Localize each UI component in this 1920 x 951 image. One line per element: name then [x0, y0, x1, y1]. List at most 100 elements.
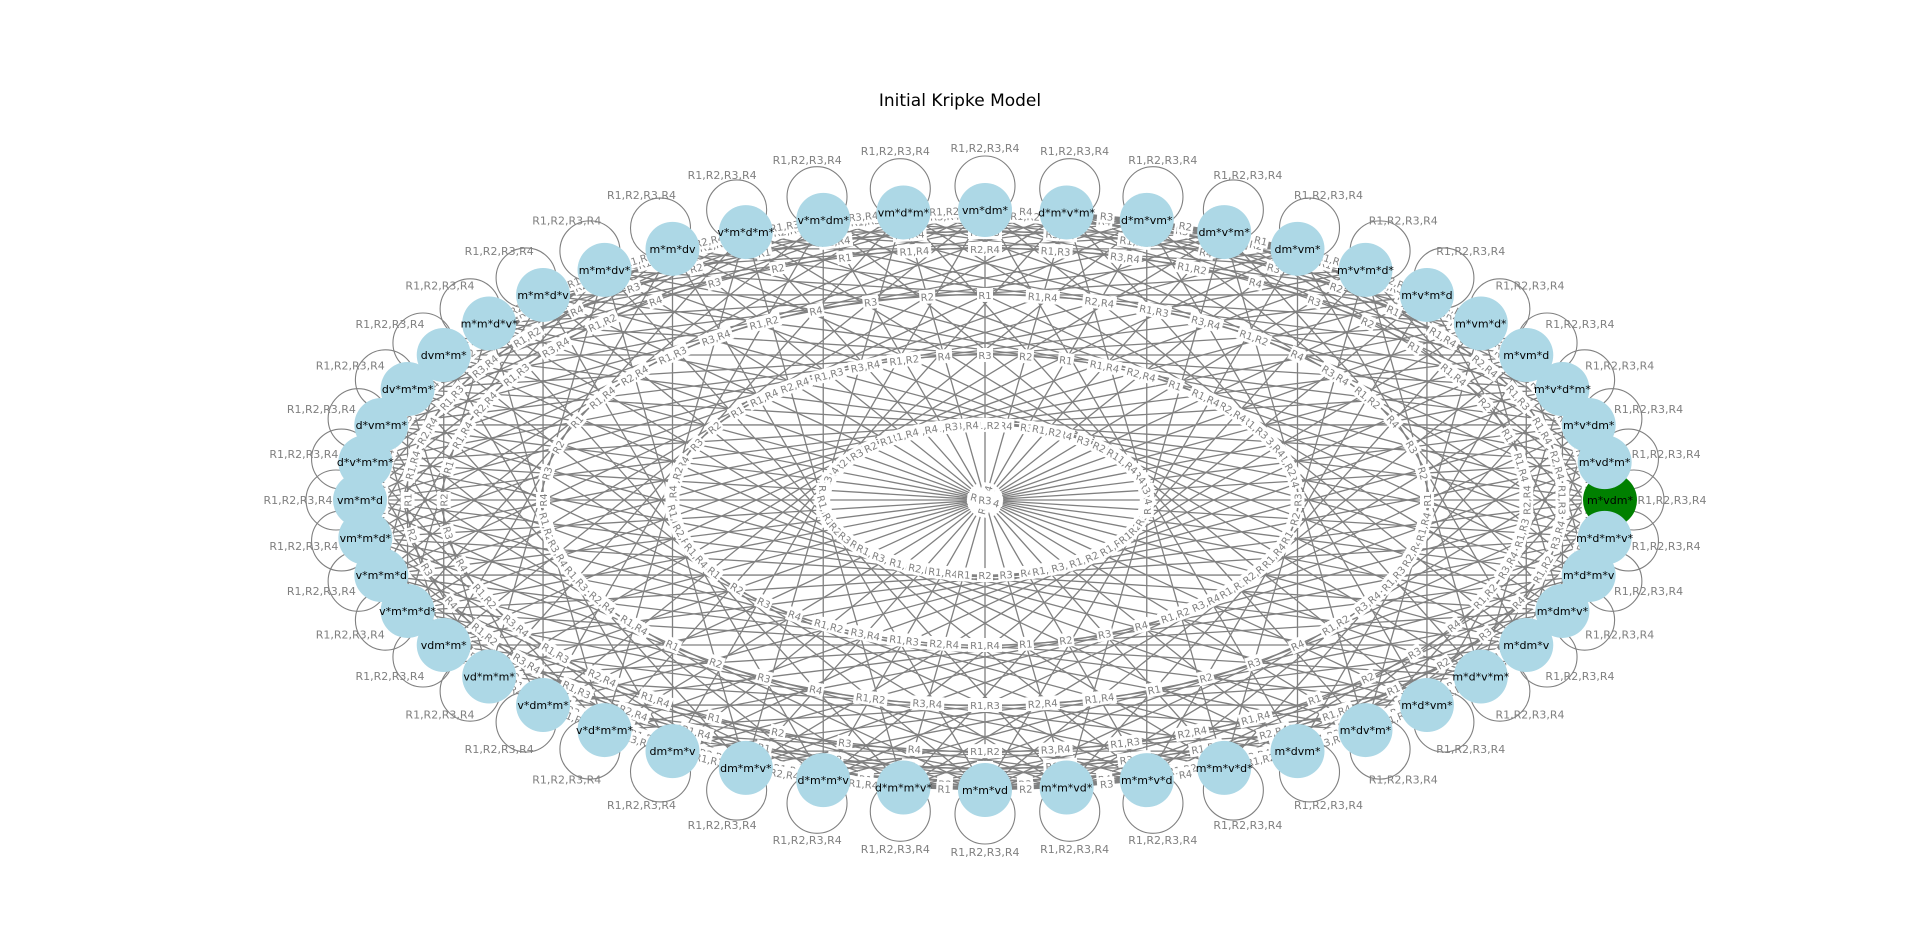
edge-label: R1,R2: [1350, 381, 1386, 414]
edge-label-text: R2: [707, 657, 723, 672]
edge-label-bg: [1176, 765, 1195, 783]
edge-label-text: R1,R4: [970, 641, 1000, 652]
edge-label-text: R4: [569, 304, 586, 320]
world-label: vm*d*m*: [878, 206, 930, 219]
edge-label-text: R2: [1328, 281, 1344, 296]
edge-label-bg: [584, 381, 620, 414]
edge-label: R4: [1287, 345, 1308, 365]
edge-label-bg: [1098, 208, 1116, 224]
edge-label-bg: [927, 203, 962, 219]
edge-label: R1,R3: [1107, 733, 1143, 752]
edge-label-bg: [616, 360, 653, 390]
world-label: m*vd*m*: [1579, 456, 1631, 469]
edge-label: R3: [977, 348, 993, 362]
edge-label-text: R2: [920, 292, 934, 304]
edge-label: R1,R4: [584, 381, 620, 414]
edge-label-bg: [1176, 217, 1195, 235]
world-label: m*dv*m*: [1340, 724, 1392, 737]
reflexive-loop-label: R1,R2,R3,R4: [465, 743, 534, 756]
reflexive-loop-label: R1,R2,R3,R4: [1294, 189, 1363, 202]
edge-label-bg: [1165, 375, 1186, 395]
edge-label-text: R3: [1100, 779, 1114, 791]
edge-label-bg: [1131, 616, 1151, 635]
edge-label-bg: [1017, 204, 1034, 219]
reflexive-loops-layer: R1,R2,R3,R4R1,R2,R3,R4R1,R2,R3,R4R1,R2,R…: [263, 142, 1706, 859]
edge-label: R2,R4: [1081, 292, 1118, 311]
edge-label: R3: [976, 492, 994, 508]
reflexive-loop-label: R1,R2,R3,R4: [356, 670, 425, 683]
edge-label-bg: [400, 492, 415, 508]
edge-label-text: R2: [1415, 466, 1429, 482]
edge-label-bg: [886, 631, 922, 650]
world-node: [958, 763, 1012, 817]
edge-label-bg: [861, 293, 880, 310]
edge-label: R3,R4: [845, 207, 881, 225]
reflexive-loop-label: R1,R2,R3,R4: [1369, 215, 1438, 228]
edge-label-bg: [806, 681, 826, 698]
edge-label-text: R4: [809, 305, 824, 318]
world-label: vd*m*m*: [463, 671, 515, 684]
chart-title: Initial Kripke Model: [879, 91, 1041, 111]
edge-label: R4: [1246, 273, 1266, 292]
world-label: m*dm*v: [1503, 639, 1549, 652]
edge-label-text: R3,R4: [1109, 252, 1140, 267]
edge-label-bg: [1507, 591, 1530, 614]
edge-label-bg: [548, 436, 569, 458]
edge-label-bg: [704, 273, 724, 292]
edge-label-bg: [1555, 483, 1570, 517]
edge-label: R1,R2: [1174, 257, 1211, 279]
edge-label-bg: [1235, 325, 1273, 350]
edge-label: R1: [955, 566, 973, 582]
world-node: [1039, 185, 1094, 240]
world-node: [416, 328, 471, 382]
edge-label-bg: [1510, 448, 1534, 486]
edge-label: R2,R4: [584, 586, 620, 619]
world-label: dvm*m*: [421, 349, 467, 362]
reflexive-loop-label: R1,R2,R3,R4: [1040, 843, 1109, 856]
reflexive-loop-label: R1,R2,R3,R4: [607, 189, 676, 202]
edge-label-bg: [1326, 278, 1347, 297]
edge-label: R1,R2: [852, 689, 889, 708]
edge-label-text: R1: [1147, 684, 1162, 697]
edge-label-text: R1,R2: [970, 421, 1000, 432]
edge-label-bg: [860, 437, 881, 457]
edge-label-text: R2: [1360, 671, 1377, 687]
edge-label-bg: [876, 431, 897, 450]
edge-label-bg: [403, 525, 422, 545]
edge-label-bg: [1414, 463, 1433, 483]
edge-label-bg: [704, 708, 724, 727]
edge-label-bg: [1237, 706, 1274, 729]
edge-label-bg: [1196, 668, 1216, 687]
world-node: [796, 192, 851, 247]
edge-label-bg: [1174, 721, 1211, 743]
edge-label-text: R4: [1247, 277, 1263, 291]
world-label: v*m*m*d: [356, 569, 407, 582]
edge-label-text: R3: [1294, 493, 1305, 506]
reflexive-loop-label: R1,R2,R3,R4: [269, 448, 338, 461]
edge-label-bg: [1081, 292, 1118, 311]
reflexive-loop-label: R1,R2,R3,R4: [269, 540, 338, 553]
edge-label-bg: [1304, 689, 1325, 709]
edge-label: R1,R2: [927, 203, 962, 219]
edge-label: R1,R2: [810, 614, 847, 637]
edge-label-bg: [654, 341, 691, 369]
edge-label-text: R1: [1384, 304, 1401, 320]
edge-label-text: R4: [1178, 769, 1193, 782]
world-label: m*m*d*v: [517, 289, 569, 302]
edge-label-text: R1,R2: [813, 618, 845, 636]
edge-label-bg: [886, 350, 922, 369]
edge-label-bg: [1257, 538, 1291, 573]
edge-label-bg: [1474, 623, 1496, 645]
edge-label: R4: [1287, 635, 1308, 655]
reflexive-loop-label: R1,R2,R3,R4: [405, 708, 474, 721]
world-label: d*m*v*m*: [1038, 206, 1095, 219]
world-label: d*m*vm*: [1121, 214, 1173, 227]
edge-label-bg: [845, 207, 881, 225]
reflexive-loop-label: R1,R2,R3,R4: [287, 585, 356, 598]
world-node: [1119, 753, 1174, 808]
edge-label: R3: [836, 734, 854, 751]
edge-label: R1,R3: [766, 216, 803, 236]
edge-label-text: R2,R4: [970, 245, 1000, 256]
edge-label: R1,R2: [1028, 420, 1065, 441]
edge-label-bg: [968, 698, 1002, 713]
